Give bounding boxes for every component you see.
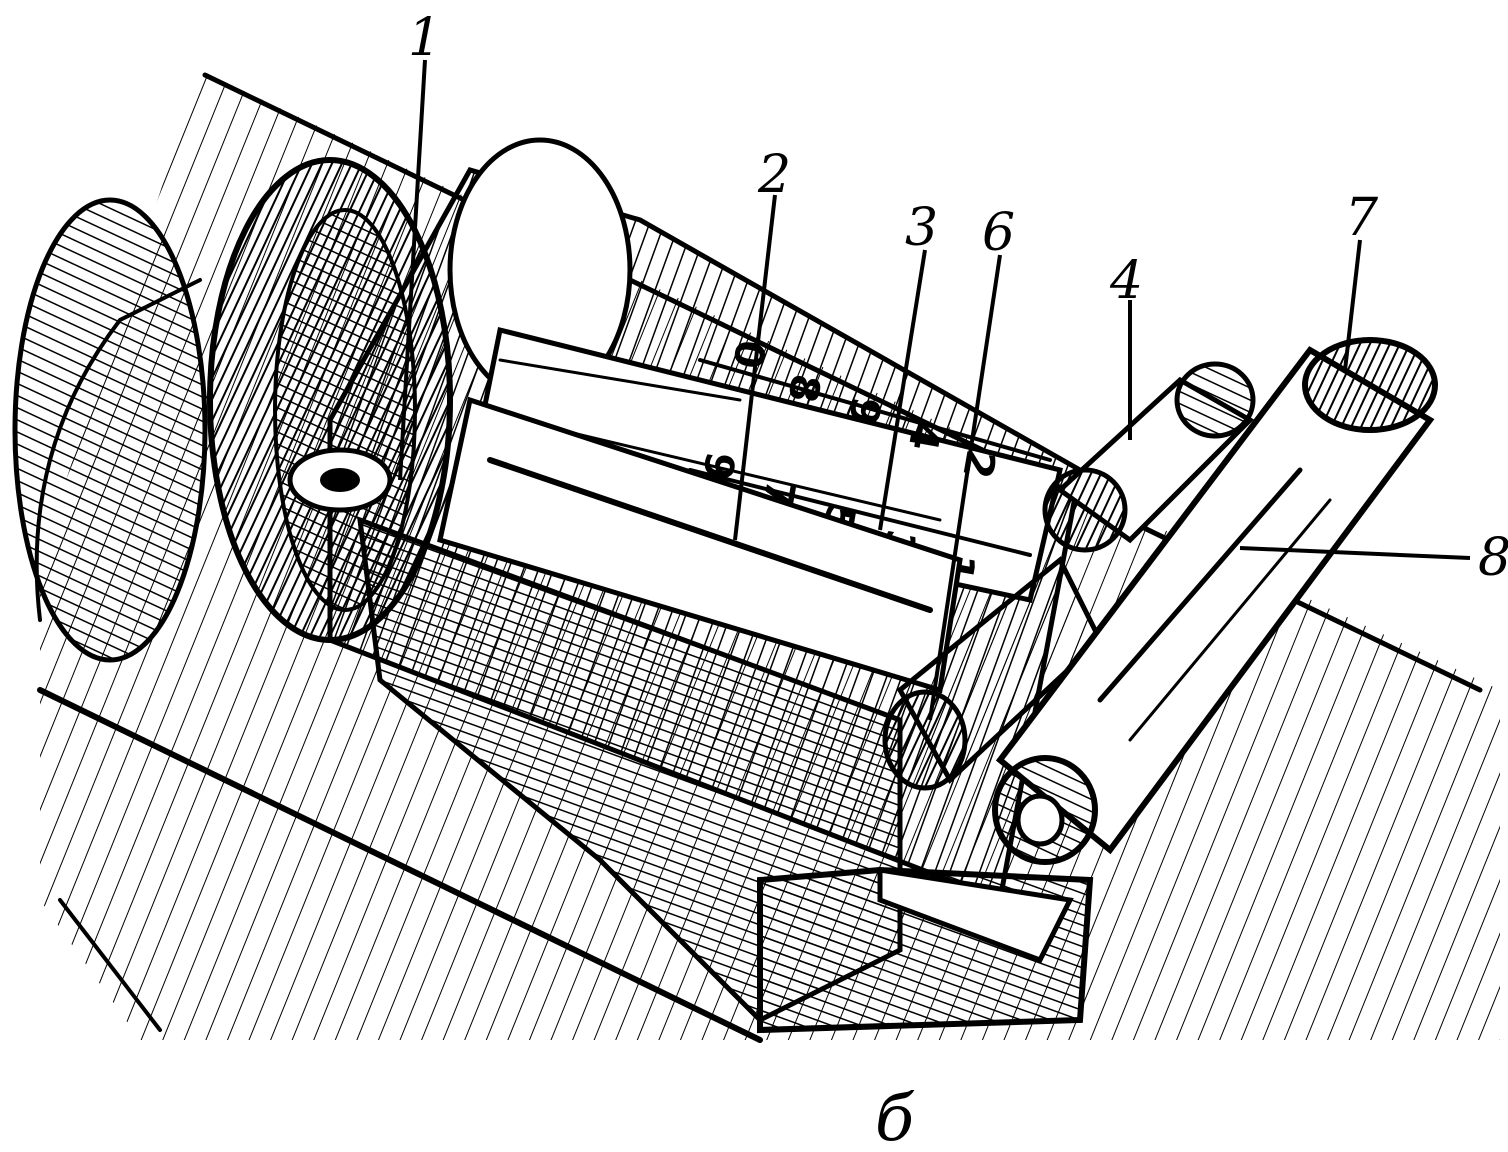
barrel-end-cap (12, 197, 208, 663)
callout-2: 2 (757, 145, 791, 205)
callout-1: 1 (408, 8, 441, 68)
callout-3: 3 (905, 198, 938, 258)
base-clamp (757, 866, 1094, 1034)
callout-6: 6 (982, 203, 1015, 263)
leader-2 (733, 194, 777, 541)
roller-6 (882, 556, 1104, 791)
callout-8: 8 (1478, 528, 1508, 588)
callout-labels: 1 2 3 6 4 7 8 (408, 8, 1508, 588)
callout-4: 4 (1109, 251, 1143, 311)
leader-8 (1239, 546, 1471, 560)
leader-7 (1343, 239, 1362, 371)
leader-lines (398, 59, 1471, 721)
figure-caption: б (875, 1082, 915, 1152)
leader-1 (398, 59, 427, 481)
callout-7: 7 (1345, 188, 1379, 248)
roller-7 (992, 337, 1438, 865)
leader-3 (878, 249, 927, 531)
roller-4 (1042, 361, 1256, 553)
leader-6 (928, 254, 1002, 721)
